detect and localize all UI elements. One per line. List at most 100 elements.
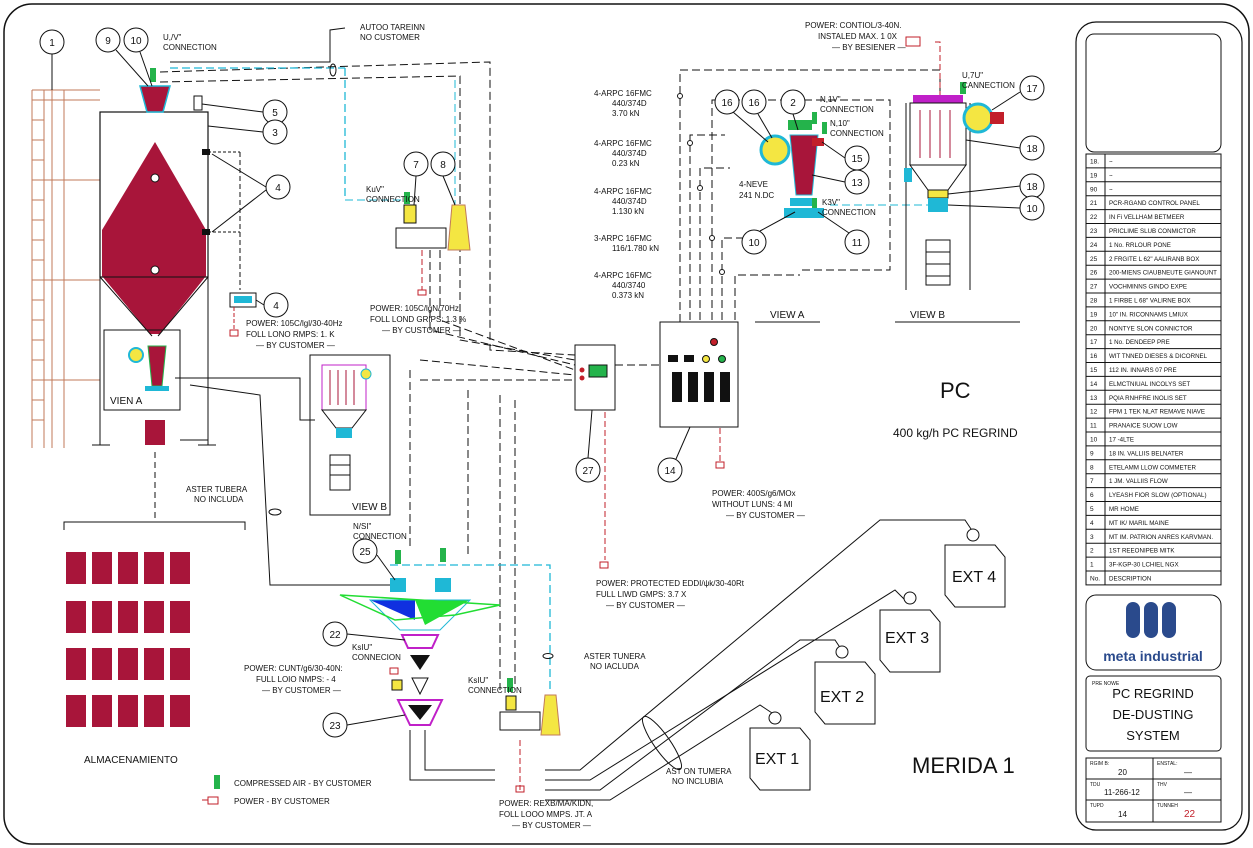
kuv-connection-label: KuV"CONNECTION	[366, 185, 420, 204]
nus-connection-label: N/SI"CONNECTION	[353, 522, 407, 541]
parts-table-no: 22	[1090, 214, 1098, 221]
svg-text:PC REGRIND: PC REGRIND	[1112, 686, 1194, 701]
parts-table-desc: NONTYE SLON CONNICTOR	[1109, 325, 1193, 332]
svg-text:25: 25	[359, 547, 371, 558]
parts-table-no: 21	[1090, 200, 1098, 207]
svg-text:18: 18	[1026, 144, 1038, 155]
parts-table-desc: PRANAICE SUOW LOW	[1109, 423, 1178, 430]
viena-a-label: VIEN A	[110, 396, 143, 407]
svg-text:9: 9	[105, 36, 111, 47]
filter-unit-7: 7 8	[395, 151, 471, 296]
merida-label: MERIDA 1	[912, 753, 1015, 778]
parts-table-desc: 10" IN. RICONNAMS LMIUX	[1109, 311, 1188, 318]
svg-text:ENSTAL:: ENSTAL:	[1157, 761, 1177, 767]
parts-table-no: 17	[1090, 339, 1098, 346]
parts-table-no: 11	[1090, 423, 1097, 430]
silo-assembly: VIEN A	[31, 68, 257, 448]
parts-table-no: 12	[1090, 409, 1098, 416]
parts-table-no: 27	[1090, 284, 1098, 291]
view-a-inset	[103, 329, 181, 411]
ext4-label: EXT 4	[952, 569, 996, 586]
parts-table-desc: 1 No. RRLOUR PONE	[1109, 242, 1171, 249]
parts-table-desc: 18 IN. VALLIIS BELNATER	[1109, 450, 1184, 457]
svg-text:—: —	[1184, 788, 1192, 797]
filter-unit-lower	[499, 653, 561, 793]
svg-text:POWER - BY CUSTOMER: POWER - BY CUSTOMER	[234, 797, 330, 806]
parts-table-desc: DESCRIPTION	[1109, 576, 1151, 583]
parts-table-desc: MT IM. PATRION ANRES KARVMAN.	[1109, 534, 1213, 541]
parts-table-no: 4	[1090, 520, 1094, 527]
parts-table-no: 13	[1090, 395, 1098, 402]
parts-table-no: 6	[1090, 492, 1094, 499]
logo-block: meta industrial	[1085, 594, 1222, 671]
view-b-dust-collector: 17 18 18 10 VIEW B	[895, 75, 1045, 323]
n10-connection-label: N,10"CONNECTION	[830, 119, 884, 138]
ext1-label: EXT 1	[755, 751, 799, 768]
parts-table-desc: IN Fi VELLHAM BETMEER	[1109, 214, 1185, 221]
parts-table-desc: ~	[1109, 159, 1113, 166]
parts-table-desc: ELMCTNIUAL INCOLYS SET	[1109, 381, 1190, 388]
parts-table-desc: MT IK/ MARIL MAINE	[1109, 520, 1169, 527]
parts-table-no: 90	[1090, 186, 1098, 193]
svg-text:TUPD: TUPD	[1090, 803, 1104, 809]
power-plug-icon	[207, 796, 219, 805]
pc-subtitle: 400 kg/h PC REGRIND	[893, 426, 1018, 440]
drawing-frame	[3, 3, 1250, 845]
svg-text:5: 5	[272, 108, 278, 119]
parts-table-desc: 17 -4LTE	[1109, 437, 1134, 444]
svg-text:RGIM B:: RGIM B:	[1090, 761, 1109, 767]
parts-table-desc: 1 JM. VALLIIS FLOW	[1109, 478, 1168, 485]
parts-table-no: 25	[1090, 256, 1098, 263]
svg-text:4: 4	[273, 301, 279, 312]
svg-text:COMPRESSED AIR - BY CUSTOMER: COMPRESSED AIR - BY CUSTOMER	[234, 779, 372, 788]
parts-table-no: 8	[1090, 464, 1094, 471]
svg-text:20: 20	[1118, 768, 1127, 777]
parts-table-no: 20	[1090, 325, 1098, 332]
parts-table-desc: 1 No. DENDEEP PRE	[1109, 339, 1170, 346]
svg-text:16: 16	[748, 98, 760, 109]
parts-table-desc: LYEASH FIOR SLOW (OPTIONAL)	[1109, 492, 1207, 499]
parts-table-no: 1	[1090, 562, 1094, 569]
parts-table-no: 7	[1090, 478, 1094, 485]
parts-table-desc: 112 IN. INNARS 07 PRE	[1109, 367, 1177, 374]
pc-title: PC	[940, 378, 971, 403]
almacenamiento-label: ALMACENAMIENTO	[84, 755, 178, 766]
svg-text:10: 10	[1026, 204, 1038, 215]
view-b-inset-left: VIEW B	[309, 354, 391, 516]
parts-table-frame	[1085, 153, 1222, 586]
ext3-label: EXT 3	[885, 630, 929, 647]
parts-table-desc: PQIA RNHFRE INOLIS SET	[1109, 395, 1187, 402]
parts-table-no: 15	[1090, 367, 1098, 374]
svg-text:8: 8	[440, 160, 446, 171]
parts-table-no: 10	[1090, 437, 1098, 444]
ksiu-connection-label: KsIU"CONNECION	[352, 643, 401, 662]
svg-text:18: 18	[1026, 182, 1038, 193]
k3v-connection-label: K3V"CONNECTION	[822, 198, 876, 217]
parts-table-no: 19	[1090, 172, 1098, 179]
svg-text:13: 13	[851, 178, 863, 189]
parts-table-desc: WIT TNNED DIESES & DICORNEL	[1109, 353, 1208, 360]
parts-table-desc: 1ST REEONIPEB MITK	[1109, 548, 1175, 555]
parts-table-desc: 3F-KGP-30 LCHIEL NGX	[1109, 562, 1179, 569]
compressed-air-icon	[214, 775, 220, 789]
top-connection-label: U,/V"CONNECTION	[163, 33, 217, 52]
svg-text:11-266-12: 11-266-12	[1104, 788, 1140, 797]
svg-text:1: 1	[49, 38, 55, 49]
svg-text:TUNNEH: TUNNEH	[1157, 803, 1178, 809]
parts-table-no: 24	[1090, 242, 1098, 249]
parts-table-no: 26	[1090, 270, 1098, 277]
parts-table-desc: PCR-RGAND CONTROL PANEL	[1109, 200, 1200, 207]
parts-table-no: 9	[1090, 450, 1094, 457]
logo-text: meta industrial	[1103, 648, 1203, 664]
svg-text:SYSTEM: SYSTEM	[1126, 728, 1179, 743]
svg-text:27: 27	[582, 466, 594, 477]
svg-text:11: 11	[852, 238, 863, 249]
